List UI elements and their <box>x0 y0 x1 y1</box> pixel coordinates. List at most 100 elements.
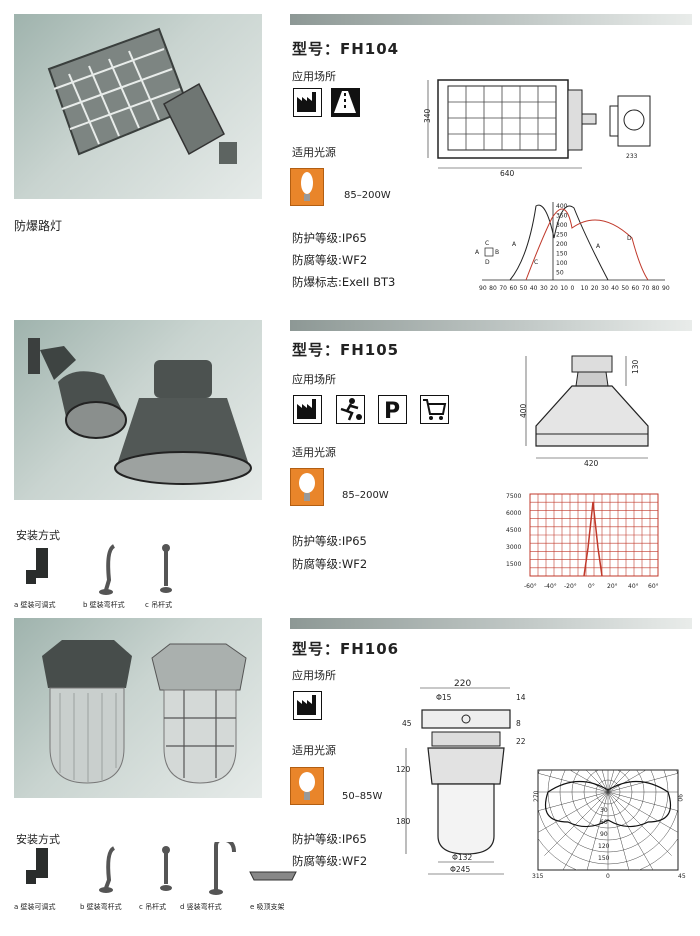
dim-right-top: 14 <box>516 693 526 702</box>
model-title-fh104: 型号：FH104 <box>292 40 400 58</box>
shopping-cart-icon <box>420 395 449 424</box>
dim-left-180: 180 <box>396 817 411 826</box>
polar-spoke <box>595 770 609 793</box>
svg-text:20°: 20° <box>607 583 618 590</box>
wattage: 85–200W <box>342 490 389 501</box>
mount-caption-a: a 壁装可调式 <box>14 601 56 609</box>
corrosion-rating: 防腐等级:WF2 <box>292 253 368 267</box>
svg-text:1500: 1500 <box>506 561 521 568</box>
mount-caption-d: d 竖装弯杆式 <box>180 903 222 911</box>
fh105-dimension-drawing: 130 400 420 <box>520 355 649 468</box>
svg-text:60: 60 <box>600 819 608 826</box>
usage-label: 应用场所 <box>292 70 336 83</box>
light-source-label: 适用光源 <box>292 744 336 757</box>
svg-text:C: C <box>534 259 538 266</box>
curve-axis-tick: 30 <box>540 285 548 292</box>
curve-axis-tick: 60 <box>632 285 640 292</box>
svg-text:B: B <box>495 249 499 256</box>
curve-y-tick: 100 <box>556 260 568 267</box>
dim-left-120: 120 <box>396 765 411 774</box>
polar-spoke <box>607 791 654 870</box>
curve-axis-tick: 80 <box>489 285 497 292</box>
wattage: 85–200W <box>344 190 391 201</box>
svg-text:4500: 4500 <box>506 527 521 534</box>
bulb-icon <box>290 168 324 206</box>
svg-text:7500: 7500 <box>506 493 521 500</box>
explosion-mark: 防爆标志:ExeII BT3 <box>292 275 396 289</box>
svg-text:150: 150 <box>598 855 610 862</box>
factory-icon <box>293 395 322 424</box>
polar-spoke <box>585 770 609 793</box>
polar-spoke <box>586 791 609 870</box>
polar-spoke <box>544 791 609 856</box>
protection-rating: 防护等级:IP65 <box>292 231 367 245</box>
curve-axis-tick: 50 <box>621 285 629 292</box>
mount-options-fh106 <box>26 842 297 895</box>
mount-title: 安装方式 <box>16 833 60 846</box>
svg-text:6000: 6000 <box>506 510 521 517</box>
svg-text:A: A <box>475 249 480 256</box>
curve-y-tick: 300 <box>556 222 568 229</box>
svg-text:60°: 60° <box>648 583 659 590</box>
fh106-dimension-drawing: 220 Φ15 14 45 8 22 120 180 Φ132 Φ245 <box>396 679 526 875</box>
wattage: 50–85W <box>342 791 383 802</box>
polar-spoke <box>538 772 609 793</box>
dim-bottom-132: Φ132 <box>452 853 472 862</box>
polar-spoke <box>607 791 678 833</box>
parking-icon: P <box>378 395 407 424</box>
curve-y-tick: 250 <box>556 232 568 239</box>
dim-width: 640 <box>500 169 515 178</box>
svg-text:A: A <box>596 243 601 250</box>
svg-text:C: C <box>485 240 489 247</box>
curve-y-tick: 350 <box>556 213 568 220</box>
svg-text:90: 90 <box>600 831 608 838</box>
svg-text:D: D <box>485 259 490 266</box>
svg-text:30: 30 <box>600 807 608 814</box>
factory-icon <box>293 88 322 117</box>
curve-axis-tick: 90 <box>479 285 487 292</box>
svg-text:D: D <box>627 235 632 242</box>
curve-axis-tick: 40 <box>611 285 619 292</box>
polar-spoke <box>538 791 609 833</box>
curve-y-tick: 400 <box>556 203 568 210</box>
dim-top: 220 <box>454 679 471 689</box>
curve-axis-tick: 70 <box>499 285 507 292</box>
section-divider-2 <box>290 320 692 331</box>
protection-rating: 防护等级:IP65 <box>292 832 367 846</box>
high-bay-lamp-photo <box>14 320 262 500</box>
model-title-fh105: 型号：FH105 <box>292 341 400 359</box>
svg-text:0: 0 <box>606 873 610 880</box>
curve-y-tick: 200 <box>556 241 568 248</box>
svg-text:-60°: -60° <box>524 583 537 590</box>
bulb-icon <box>290 468 324 506</box>
light-source-label: 适用光源 <box>292 446 336 459</box>
dim-height: 340 <box>423 108 432 123</box>
factory-icon <box>293 691 322 720</box>
protection-rating: 防护等级:IP65 <box>292 534 367 548</box>
curve-axis-tick: 50 <box>520 285 528 292</box>
dim-side: 233 <box>626 153 638 160</box>
usage-label: 应用场所 <box>292 373 336 386</box>
curve-axis-tick: 0 <box>571 285 575 292</box>
section-divider-3 <box>290 618 692 629</box>
high-bay-illustration <box>28 338 252 485</box>
curve-axis-tick: 20 <box>550 285 558 292</box>
explosion-proof-lamp-photo <box>14 618 262 798</box>
fh105-intensity-chart: 7500 6000 4500 3000 1500 -60° -40° -20° … <box>506 493 659 590</box>
svg-text:0°: 0° <box>588 583 595 590</box>
mount-caption-a: a 壁装可调式 <box>14 903 56 911</box>
fh104-dimension-drawing: 340 640 233 <box>423 79 651 178</box>
section-divider-1 <box>290 14 692 25</box>
svg-text:315: 315 <box>532 873 544 880</box>
svg-text:A: A <box>512 241 517 248</box>
dim-right-8: 8 <box>516 719 521 728</box>
corrosion-rating: 防腐等级:WF2 <box>292 854 368 868</box>
mount-caption-b: b 壁装弯杆式 <box>83 601 125 609</box>
dim-height: 400 <box>520 403 528 418</box>
polar-spoke <box>607 791 678 812</box>
polar-spoke <box>601 770 609 793</box>
bulb-icon <box>290 767 324 805</box>
dim-right-22: 22 <box>516 737 526 746</box>
svg-text:3000: 3000 <box>506 544 521 551</box>
polar-spoke <box>607 791 672 856</box>
